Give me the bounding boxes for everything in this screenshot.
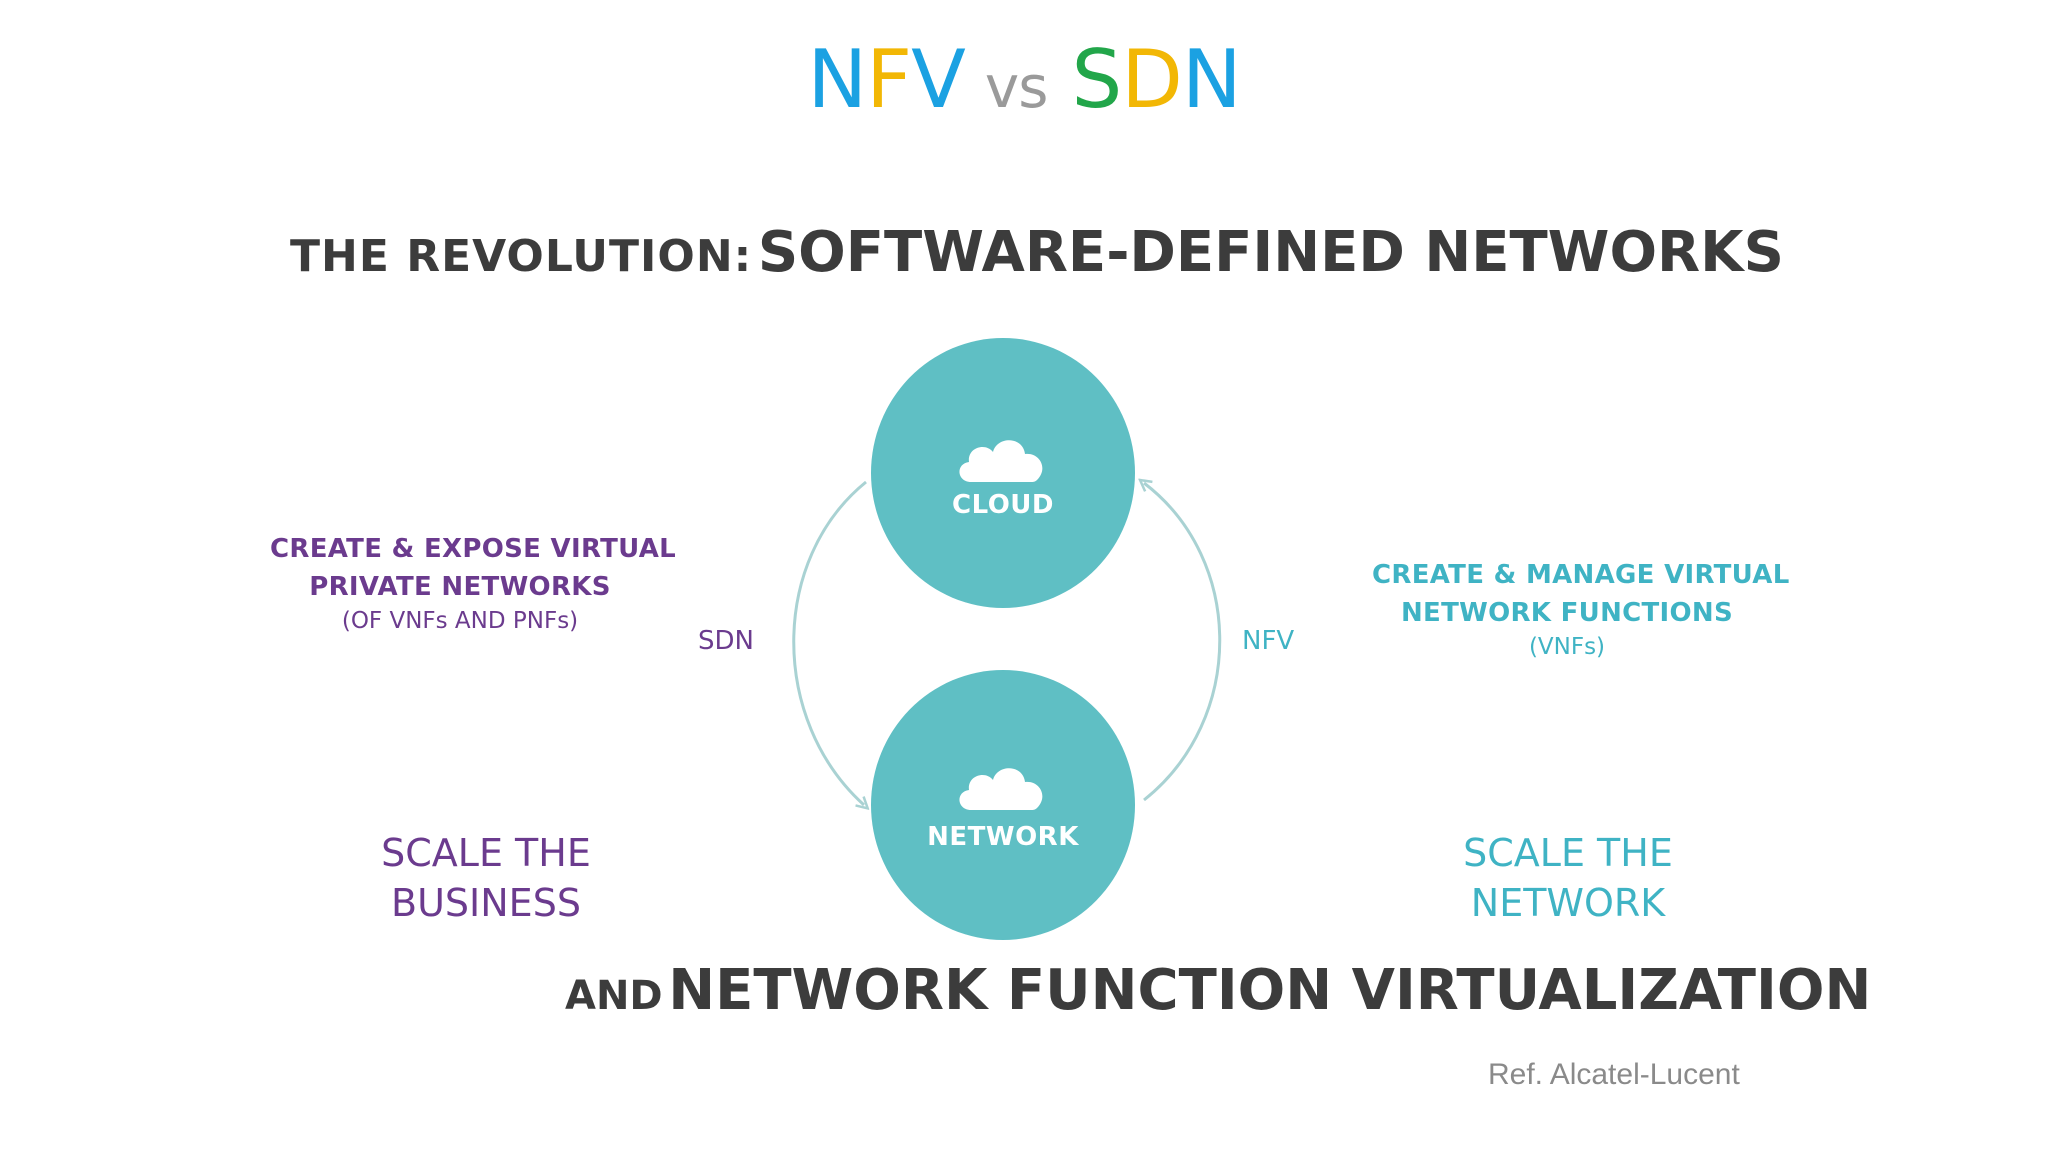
scale-network-line1: SCALE THE	[1463, 831, 1673, 875]
network-cloud-icon	[959, 768, 1043, 810]
sdn-description: CREATE & EXPOSE VIRTUAL PRIVATE NETWORKS…	[270, 530, 677, 636]
title-nfv-n: N	[807, 33, 867, 126]
scale-business: SCALE THE BUSINESS	[346, 828, 626, 928]
title-nfv-f: F	[866, 33, 912, 126]
sdn-desc-line2: PRIVATE NETWORKS	[309, 572, 611, 602]
network-circle: NETWORK	[871, 670, 1135, 940]
cloud-icon	[959, 440, 1043, 482]
diagram-heading: THE REVOLUTION: SOFTWARE-DEFINED NETWORK…	[290, 220, 1784, 285]
scale-network: SCALE THE NETWORK	[1428, 828, 1708, 928]
nfv-arc-arrow	[1144, 483, 1222, 802]
diagram-footer: AND NETWORK FUNCTION VIRTUALIZATION	[565, 958, 1871, 1023]
footer-prefix: AND	[565, 973, 663, 1019]
sdn-arc-arrow	[792, 480, 866, 805]
network-label: NETWORK	[927, 822, 1079, 852]
sdn-desc-line3: (OF VNFs AND PNFs)	[341, 608, 579, 634]
title-sdn-d: D	[1121, 33, 1183, 126]
scale-business-line1: SCALE THE	[381, 831, 591, 875]
reference-note: Ref. Alcatel-Lucent	[1488, 1058, 1740, 1091]
nfv-desc-line3: (VNFs)	[1528, 634, 1606, 660]
nfv-description: CREATE & MANAGE VIRTUAL NETWORK FUNCTION…	[1372, 556, 1790, 662]
nfv-desc-line1: CREATE & MANAGE VIRTUAL	[1372, 560, 1790, 590]
title-sdn-n: N	[1181, 33, 1242, 126]
cloud-circle: CLOUD	[871, 338, 1135, 608]
footer-main: NETWORK FUNCTION VIRTUALIZATION	[668, 958, 1872, 1023]
sdn-desc-line1: CREATE & EXPOSE VIRTUAL	[270, 534, 677, 564]
title-sdn-s: S	[1071, 33, 1122, 126]
cloud-label: CLOUD	[951, 490, 1055, 520]
nfv-label: NFV	[1242, 626, 1295, 656]
scale-business-line2: BUSINESS	[391, 881, 581, 925]
heading-main: SOFTWARE-DEFINED NETWORKS	[757, 220, 1784, 285]
title-nfv-v: V	[911, 33, 966, 126]
scale-network-line2: NETWORK	[1470, 881, 1666, 925]
heading-prefix: THE REVOLUTION:	[290, 231, 753, 282]
nfv-desc-line2: NETWORK FUNCTIONS	[1400, 598, 1734, 628]
title-vs: vs	[984, 53, 1049, 121]
sdn-label: SDN	[698, 626, 754, 656]
